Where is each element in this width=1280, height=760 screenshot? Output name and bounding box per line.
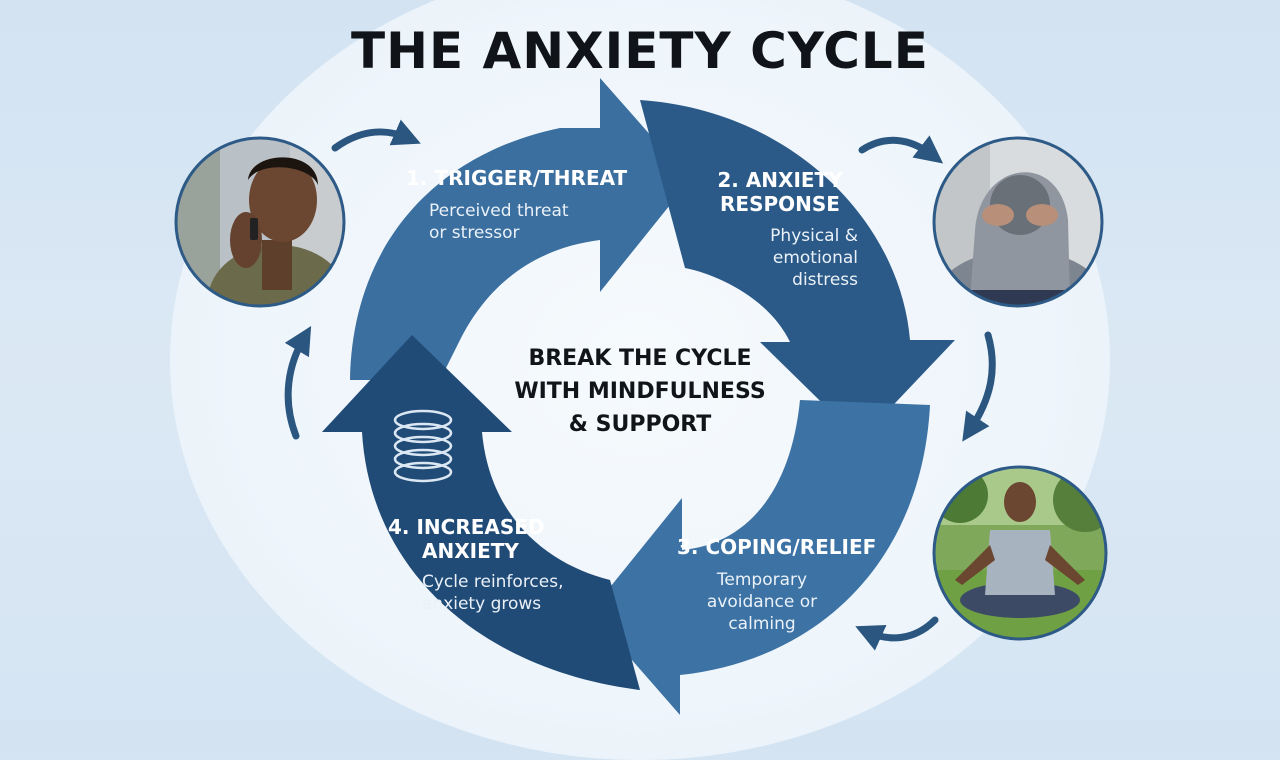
cycle-arrow-4	[322, 335, 640, 690]
center-message-line-2: WITH MINDFULNESS	[514, 379, 766, 404]
stage-1-desc-line-2: or stressor	[429, 223, 520, 243]
stage-4: 4. INCREASED ANXIETY Cycle reinforces, a…	[388, 515, 608, 615]
stage-4-desc-line-1: Cycle reinforces,	[422, 572, 564, 592]
stage-3-desc-line-1: Temporary	[716, 570, 808, 590]
center-message-line-3: & SUPPORT	[568, 412, 712, 437]
stage-4-title-line-1: 4. INCREASED	[388, 515, 545, 539]
stage-4-desc-line-2: anxiety grows	[422, 594, 542, 614]
man-on-phone-photo	[174, 136, 346, 308]
stage-2-desc-line-2: emotional	[772, 248, 858, 268]
connector-arrow-bottom-right	[855, 616, 939, 651]
stage-1: 1. TRIGGER/THREAT Perceived threat or st…	[406, 166, 646, 244]
connector-arrow-top-right	[858, 135, 944, 164]
stage-2-title-line-1: 2. ANXIETY	[717, 168, 843, 192]
stage-3-title: 3. COPING/RELIEF	[677, 535, 877, 559]
cycle-diagram	[174, 78, 1108, 715]
center-message: BREAK THE CYCLE WITH MINDFULNESS & SUPPO…	[490, 342, 790, 441]
center-message-line-1: BREAK THE CYCLE	[528, 346, 752, 371]
stage-2-title-line-2: RESPONSE	[720, 192, 840, 216]
connector-arrow-right	[962, 331, 996, 442]
stage-3-desc-line-2: avoidance or	[706, 592, 818, 612]
cycle-arrow-2	[640, 100, 955, 440]
cycle-arrow-3	[590, 400, 930, 715]
man-meditating-photo	[932, 465, 1108, 641]
stage-4-title-line-2: ANXIETY	[422, 539, 519, 563]
stage-3-desc-line-3: calming	[728, 614, 796, 634]
connector-arrow-top-left	[331, 119, 421, 152]
stage-2: 2. ANXIETY RESPONSE Physical & emotional…	[690, 168, 870, 291]
page-title: THE ANXIETY CYCLE	[351, 22, 929, 80]
connector-arrow-left	[284, 325, 312, 440]
stage-2-desc-line-3: distress	[792, 270, 858, 290]
stage-1-desc-line-1: Perceived threat	[429, 201, 569, 221]
stage-3: 3. COPING/RELIEF Temporary avoidance or …	[677, 535, 907, 635]
hooded-person-distressed-photo	[932, 136, 1104, 308]
stage-1-title: 1. TRIGGER/THREAT	[406, 166, 628, 190]
cycle-arrow-1	[350, 78, 690, 380]
stage-2-desc-line-1: Physical &	[770, 226, 858, 246]
spring-coil-icon	[393, 409, 453, 483]
